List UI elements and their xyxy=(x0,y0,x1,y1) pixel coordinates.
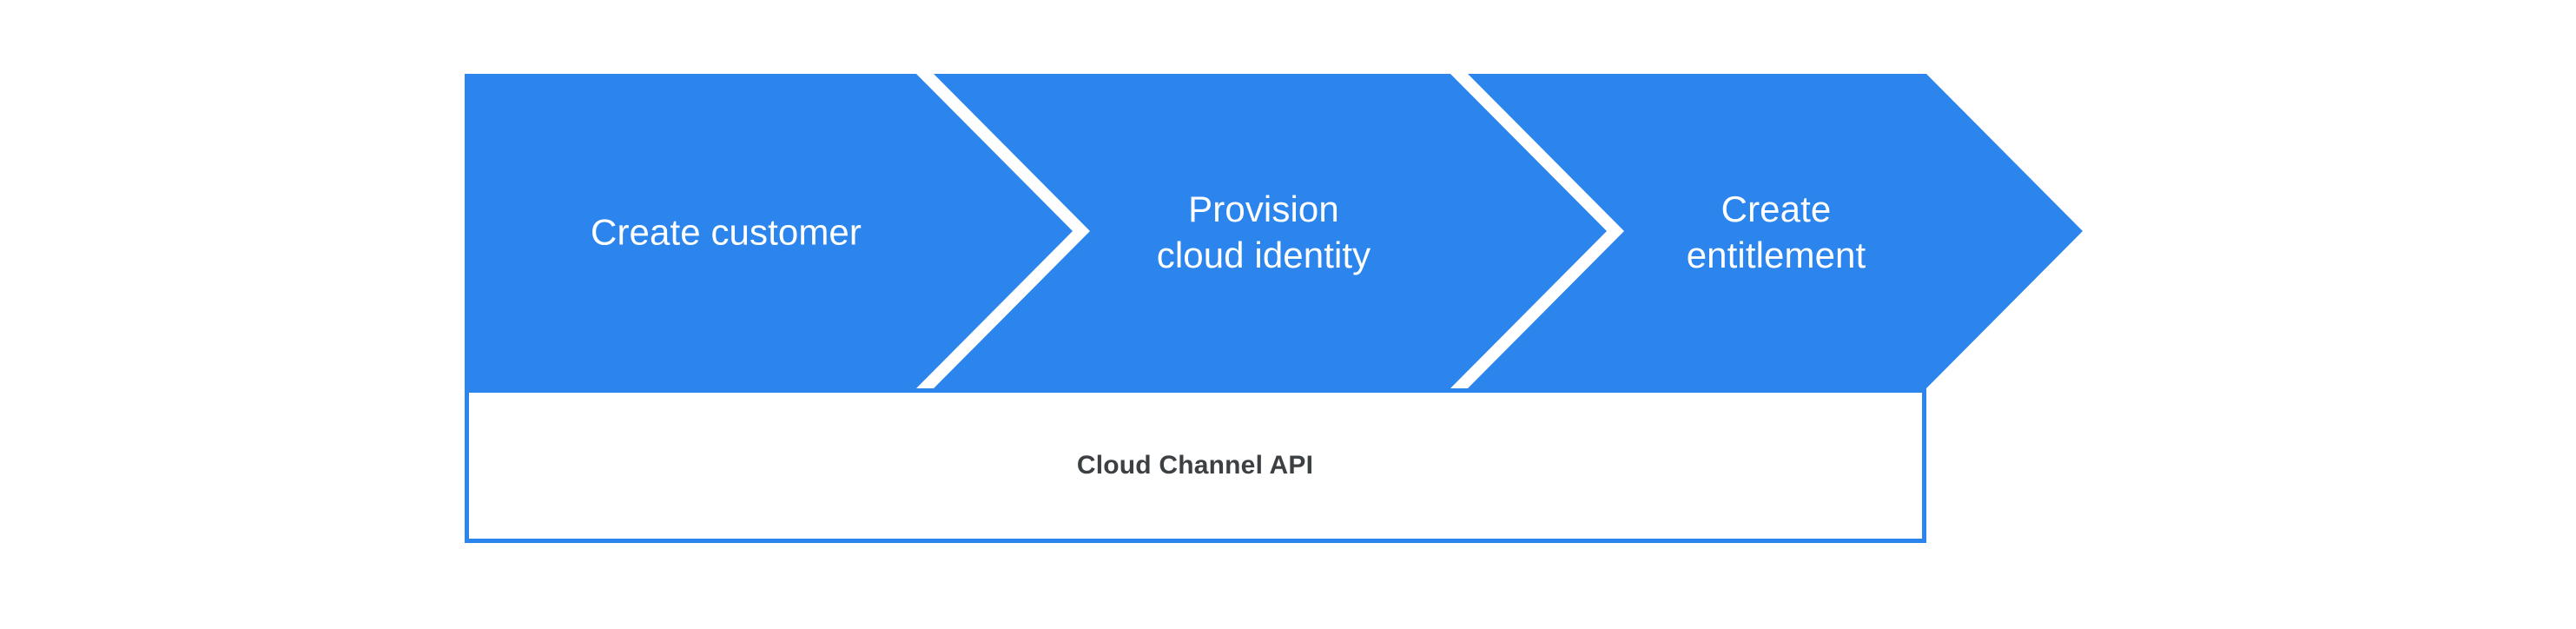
step-shape-create-customer[interactable] xyxy=(465,74,1073,388)
step-shape-create-entitlement[interactable] xyxy=(1468,74,2083,388)
step-shape-provision-cloud-identity[interactable] xyxy=(934,74,1607,388)
footer-band-shape[interactable] xyxy=(465,388,1926,543)
